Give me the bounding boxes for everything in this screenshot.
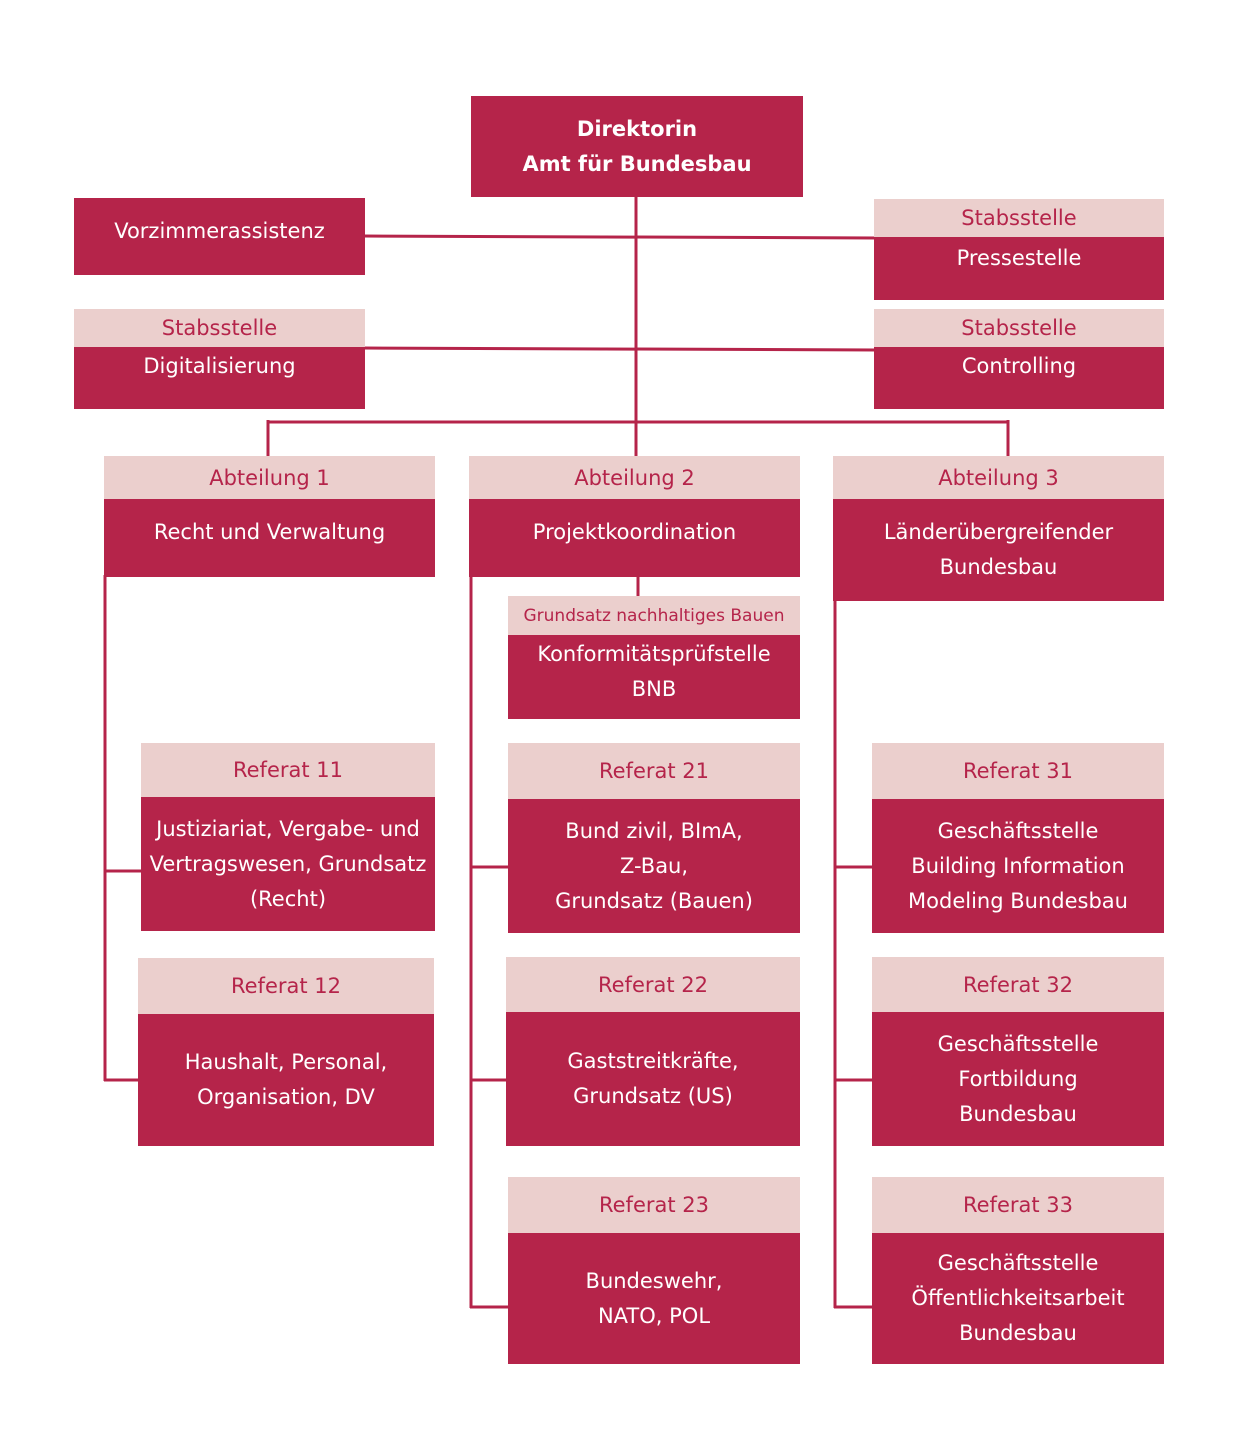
referat-11-box: Referat 11 Justiziariat, Vergabe- und Ve…: [141, 743, 435, 931]
controlling-box: Stabsstelle Controlling: [874, 309, 1164, 409]
bnb-box: Grundsatz nachhaltiges Bauen Konformität…: [508, 596, 800, 719]
controlling-label: Controlling: [874, 347, 1164, 409]
abteilung-2-header: Abteilung 2: [469, 456, 800, 499]
direktorin-subtitle: Amt für Bundesbau: [522, 151, 752, 176]
referat-32-header: Referat 32: [872, 957, 1164, 1012]
referat-32-label: Geschäftsstelle Fortbildung Bundesbau: [872, 1012, 1164, 1146]
referat-22-header: Referat 22: [506, 957, 800, 1012]
abteilung-1-box: Abteilung 1 Recht und Verwaltung: [104, 456, 435, 577]
digitalisierung-label: Digitalisierung: [74, 347, 365, 409]
referat-23-header: Referat 23: [508, 1177, 800, 1233]
pressestelle-header: Stabsstelle: [874, 199, 1164, 237]
abteilung-3-label: Länderübergreifender Bundesbau: [833, 499, 1164, 601]
referat-22-label: Gaststreitkräfte, Grundsatz (US): [506, 1012, 800, 1146]
direktorin-box: Direktorin Amt für Bundesbau: [471, 96, 803, 197]
digitalisierung-box: Stabsstelle Digitalisierung: [74, 309, 365, 409]
referat-33-box: Referat 33 Geschäftsstelle Öffentlichkei…: [872, 1177, 1164, 1364]
referat-23-label: Bundeswehr, NATO, POL: [508, 1233, 800, 1364]
pressestelle-box: Stabsstelle Pressestelle: [874, 199, 1164, 300]
digitalisierung-header: Stabsstelle: [74, 309, 365, 347]
abteilung-1-label: Recht und Verwaltung: [104, 499, 435, 577]
referat-11-label: Justiziariat, Vergabe- und Vertragswesen…: [141, 797, 435, 931]
referat-22-box: Referat 22 Gaststreitkräfte, Grundsatz (…: [506, 957, 800, 1146]
referat-12-box: Referat 12 Haushalt, Personal, Organisat…: [138, 958, 434, 1146]
abteilung-2-label: Projektkoordination: [469, 499, 800, 577]
referat-12-header: Referat 12: [138, 958, 434, 1014]
controlling-header: Stabsstelle: [874, 309, 1164, 347]
referat-21-box: Referat 21 Bund zivil, BImA, Z-Bau, Grun…: [508, 743, 800, 933]
connector-line: [362, 234, 877, 240]
referat-31-label: Geschäftsstelle Building Information Mod…: [872, 799, 1164, 933]
referat-31-box: Referat 31 Geschäftsstelle Building Info…: [872, 743, 1164, 933]
referat-33-header: Referat 33: [872, 1177, 1164, 1233]
referat-33-label: Geschäftsstelle Öffentlichkeitsarbeit Bu…: [872, 1233, 1164, 1364]
referat-21-label: Bund zivil, BImA, Z-Bau, Grundsatz (Baue…: [508, 799, 800, 933]
abteilung-3-box: Abteilung 3 Länderübergreifender Bundesb…: [833, 456, 1164, 601]
referat-32-box: Referat 32 Geschäftsstelle Fortbildung B…: [872, 957, 1164, 1146]
referat-23-box: Referat 23 Bundeswehr, NATO, POL: [508, 1177, 800, 1364]
abteilung-2-box: Abteilung 2 Projektkoordination: [469, 456, 800, 577]
abteilung-3-header: Abteilung 3: [833, 456, 1164, 499]
referat-21-header: Referat 21: [508, 743, 800, 799]
direktorin-title: Direktorin: [576, 116, 698, 141]
connector-line: [362, 346, 877, 352]
pressestelle-label: Pressestelle: [874, 237, 1164, 300]
referat-12-label: Haushalt, Personal, Organisation, DV: [138, 1014, 434, 1146]
referat-11-header: Referat 11: [141, 743, 435, 797]
bnb-header: Grundsatz nachhaltiges Bauen: [508, 596, 800, 635]
abteilung-1-header: Abteilung 1: [104, 456, 435, 499]
vorzimmer-box: Vorzimmerassistenz: [74, 198, 365, 275]
referat-31-header: Referat 31: [872, 743, 1164, 799]
bnb-label: Konformitätsprüfstelle BNB: [508, 635, 800, 719]
vorzimmer-label: Vorzimmerassistenz: [74, 198, 365, 275]
